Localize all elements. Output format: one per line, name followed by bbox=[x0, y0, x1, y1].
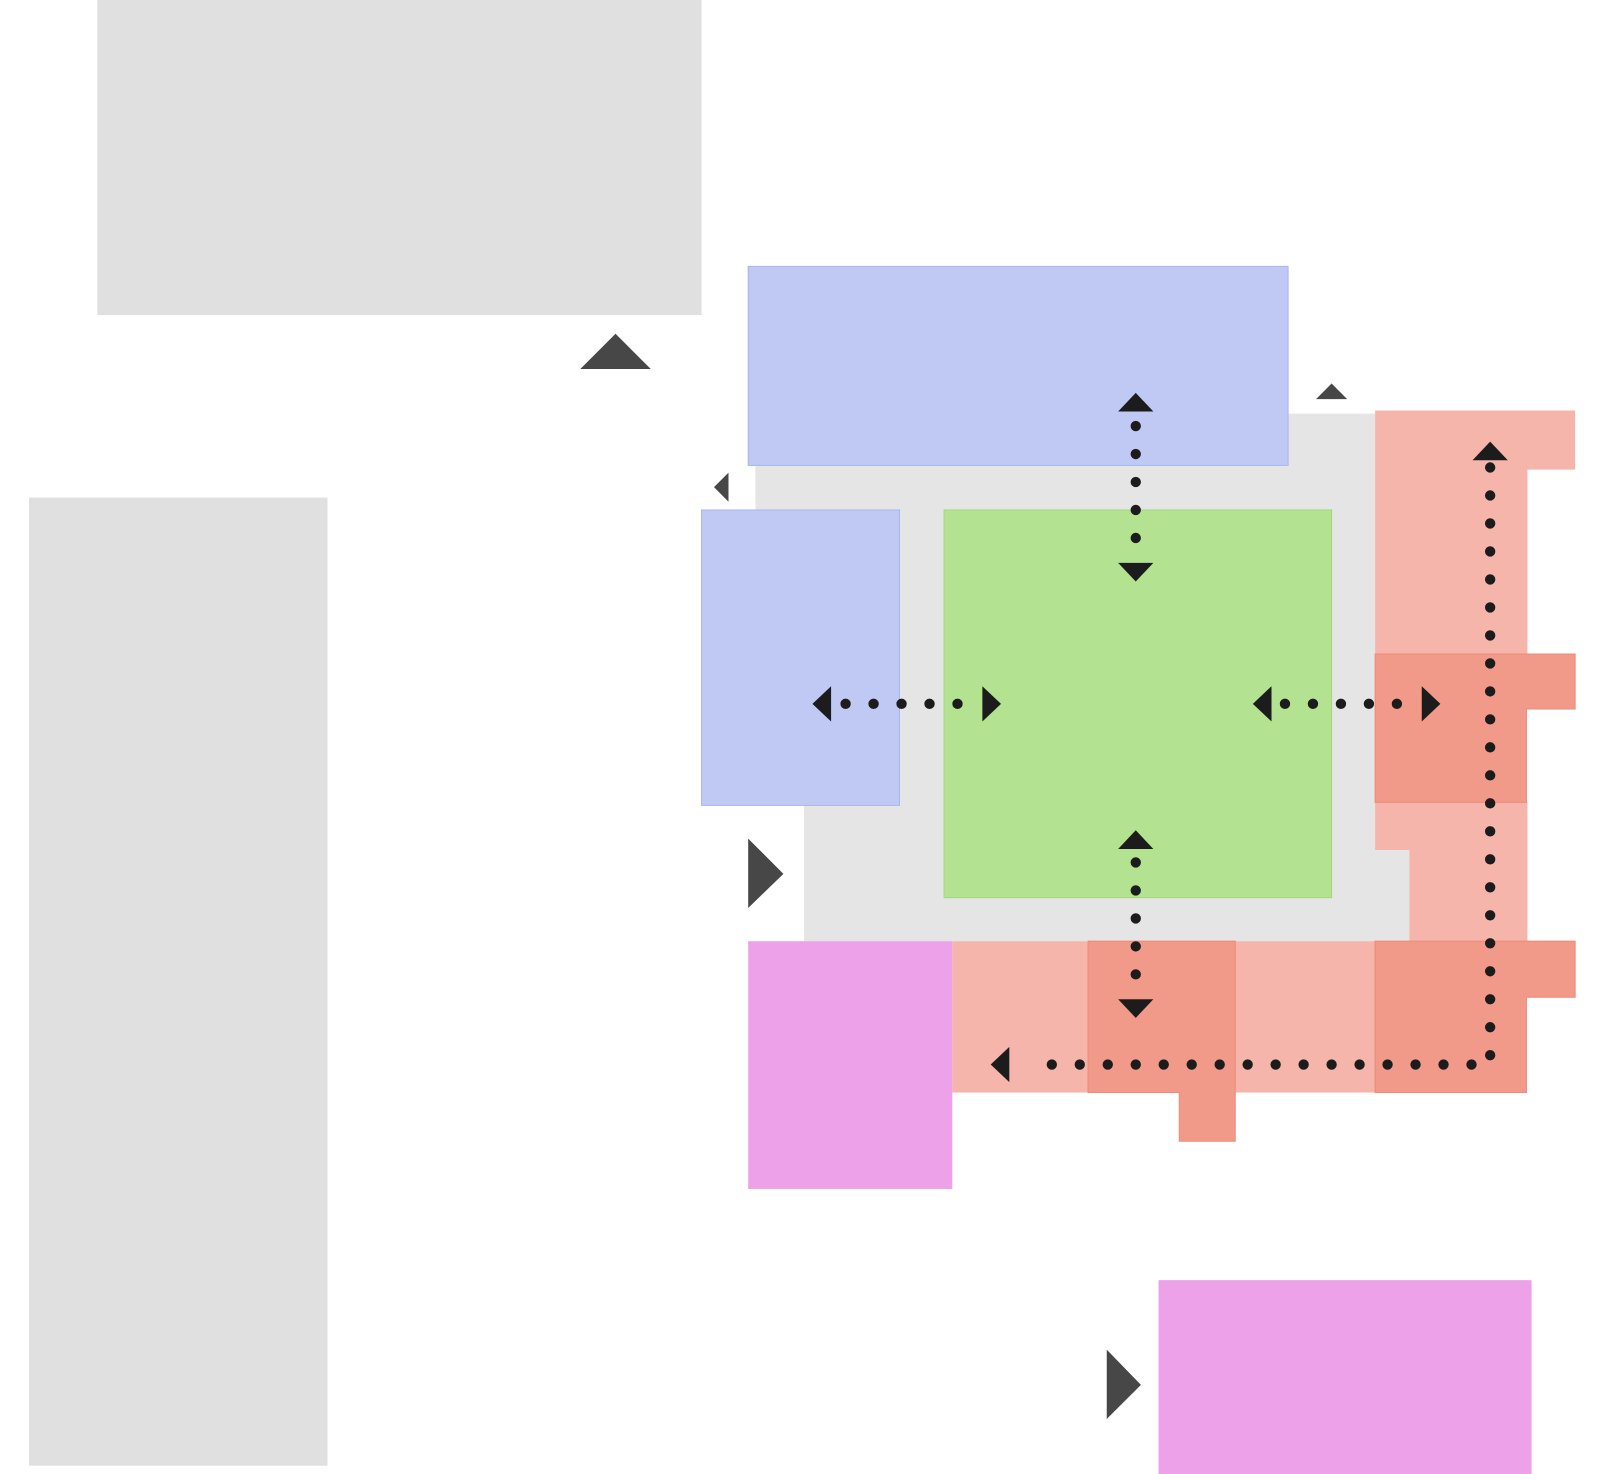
entrance-marker-right-bottom-icon bbox=[1106, 1349, 1141, 1420]
magenta-zone-bottom-right bbox=[1158, 1280, 1532, 1474]
arrow-head-left-icon bbox=[990, 1046, 1010, 1083]
entrance-marker-right-icon bbox=[748, 838, 784, 909]
arrow-head-left-icon bbox=[812, 686, 832, 722]
entrance-marker-up-icon bbox=[580, 333, 651, 370]
light-red-zone-right-middle bbox=[1375, 802, 1528, 942]
entrance-marker-small-up-icon bbox=[1316, 383, 1348, 400]
light-red-zone-right-top bbox=[1375, 410, 1576, 655]
connection-green-to-blue-left bbox=[812, 686, 1002, 722]
arrow-head-down-icon bbox=[1118, 562, 1154, 582]
arrow-head-down-icon bbox=[1118, 999, 1154, 1018]
dark-red-zone-right-upper bbox=[1374, 653, 1576, 803]
context-block-left bbox=[29, 497, 328, 1466]
arrow-head-right-icon bbox=[1421, 686, 1441, 722]
blue-zone-top bbox=[747, 265, 1289, 466]
arrow-head-left-icon bbox=[1252, 686, 1272, 722]
magenta-zone-left bbox=[748, 941, 953, 1189]
arrow-head-up-icon bbox=[1118, 830, 1154, 849]
dark-red-zone-bottom-right bbox=[1374, 940, 1576, 1094]
connection-red-circulation-loop bbox=[990, 441, 1508, 1083]
arrow-head-up-icon bbox=[1118, 392, 1154, 412]
arrow-head-right-icon bbox=[982, 686, 1002, 722]
blue-zone-left bbox=[701, 509, 900, 806]
connection-green-to-red-bottom bbox=[1118, 830, 1154, 1018]
connection-green-to-blue-top bbox=[1118, 392, 1154, 582]
context-block-top-left bbox=[97, 0, 702, 316]
connection-green-to-red-right bbox=[1252, 686, 1441, 722]
entrance-marker-small-left-icon bbox=[713, 472, 729, 502]
arrow-head-up-icon bbox=[1472, 441, 1508, 461]
dark-red-zone-bottom-middle bbox=[1087, 940, 1236, 1142]
